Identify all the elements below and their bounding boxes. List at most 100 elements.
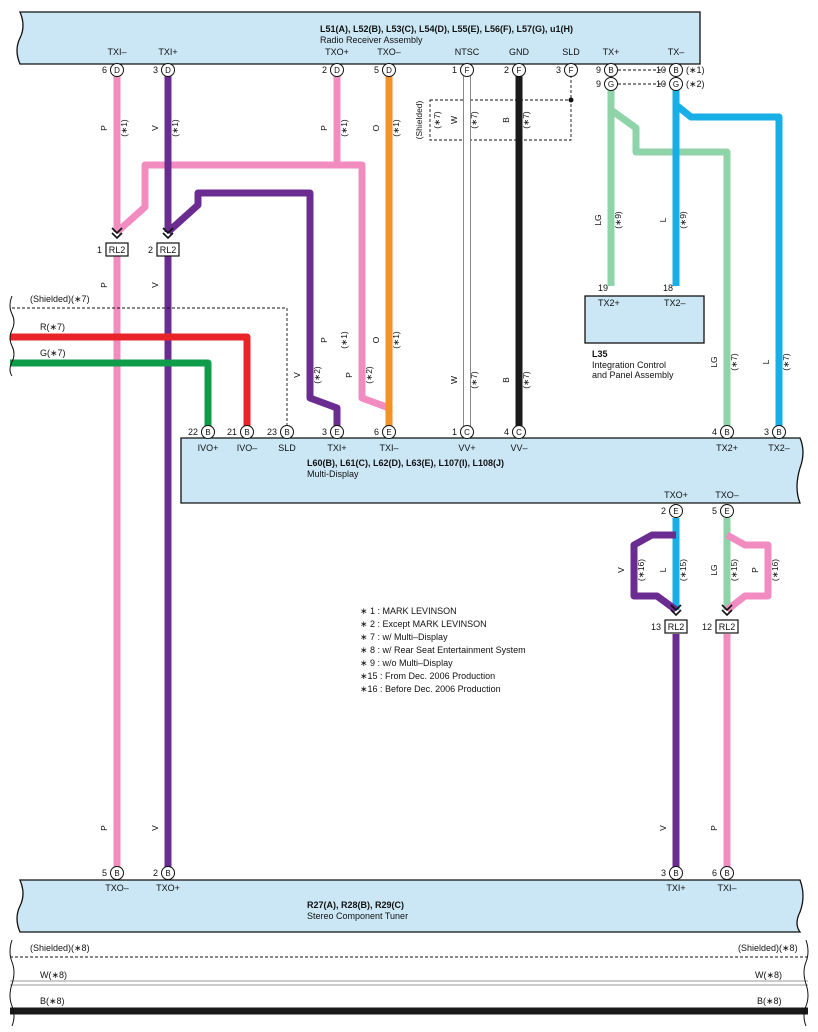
radio-pin-8-label: TX–	[668, 47, 685, 57]
wl-p-4: P	[319, 337, 329, 343]
label-shielded7: (Shielded)(∗7)	[30, 294, 90, 304]
l35-pin-tx2p: TX2+	[598, 298, 620, 308]
radio-pin-7-number: 9	[596, 65, 601, 75]
radio-pin-5-connector-letter: F	[517, 66, 522, 75]
wl-p-3: P	[99, 282, 109, 288]
tuner-pin-1-connector-letter: B	[165, 869, 170, 878]
wl-w-2: W	[449, 376, 459, 384]
multi-top-pin-3-connector-letter: E	[334, 428, 339, 437]
tuner-title: R27(A), R28(B), R29(C)	[307, 900, 404, 910]
multi-title: L60(B), L61(C), L62(D), L63(E), L107(I),…	[307, 458, 504, 468]
radio-pin-6-number: 3	[556, 65, 561, 75]
multi-top-pin-6-connector-letter: C	[516, 428, 522, 437]
shield-note7: (∗7)	[432, 111, 442, 129]
multi-top-pin-2-number: 23	[267, 427, 277, 437]
junction-1-arrow	[162, 227, 174, 240]
wl-v-1: V	[150, 125, 160, 131]
tuner-pin-0-number: 5	[102, 868, 107, 878]
radio-pin-7-connector-letter: B	[608, 66, 613, 75]
note-line: ∗ 1 : MARK LEVINSON	[360, 606, 457, 616]
radio-pin-2-connector-letter: D	[334, 66, 340, 75]
wl-v-4: V	[616, 567, 626, 573]
l35-subtitle1: Integration Control	[592, 360, 666, 370]
junction-2-arrow	[670, 604, 682, 617]
tuner-pin-3-number: 6	[712, 868, 717, 878]
multi-top-pin-1-label: IVO–	[237, 443, 258, 453]
wl-p-7: P	[99, 825, 109, 831]
radio-pin-4-connector-letter: F	[465, 66, 470, 75]
multi-top-pin-0-terminal	[201, 425, 215, 439]
stereo-component-tuner: R27(A), R28(B), R29(C) Stereo Component …	[16, 879, 804, 933]
wl-n2-1: (∗2)	[312, 366, 322, 384]
multi-top-pin-7-number: 4	[712, 427, 717, 437]
junction-1-number: 2	[148, 245, 153, 255]
wl-n7-1: (∗7)	[469, 111, 479, 129]
l35-title: L35	[592, 349, 608, 359]
wl-n7-5: (∗7)	[729, 353, 739, 371]
wire-pink-mid	[337, 161, 393, 426]
radio-pin-0-connector-letter: D	[114, 66, 120, 75]
radio-pin-6-connector-letter: F	[569, 66, 574, 75]
radio-pin-3-number: 5	[374, 65, 379, 75]
multi-top-pin-3-label: TXI+	[327, 443, 346, 453]
tuner-pin-0-label: TXO–	[105, 883, 129, 893]
multi-top-pin-4-label: TXI–	[379, 443, 398, 453]
radio-pin-8-connector-letter: B	[673, 66, 678, 75]
radio-pin-0-label: TXI–	[107, 47, 126, 57]
multi-subtitle: Multi-Display	[307, 469, 359, 479]
multi-bottom-pin-1-connector-letter: E	[724, 507, 729, 516]
radio-pin-7-alt-terminal	[604, 77, 618, 91]
radio-pin-8-alt-connector-letter: G	[673, 80, 679, 89]
multi-top-pin-8-number: 3	[764, 427, 769, 437]
ntsc-shield: (Shielded) (∗7)	[414, 75, 574, 141]
tuner-pin-1-terminal	[161, 866, 175, 880]
multi-bottom-pin-0-terminal	[669, 504, 683, 518]
radio-pin-8-note1: (∗1)	[686, 65, 705, 75]
multi-top-pin-3-terminal	[330, 425, 344, 439]
wl-v-3: V	[292, 372, 302, 378]
radio-pin-1-label: TXI+	[158, 47, 177, 57]
junction-0-arrow	[111, 227, 123, 240]
multi-top-pin-7-label: TX2+	[716, 443, 738, 453]
radio-pin-8-note2: (∗2)	[686, 79, 705, 89]
radio-pin-8-terminal	[669, 63, 683, 77]
radio-pin-8-alt-number: 10	[656, 79, 666, 89]
radio-pin-2-terminal	[330, 63, 344, 77]
wl-v-6: V	[658, 825, 668, 831]
note-line: ∗ 9 : w/o Multi–Display	[360, 658, 453, 668]
junction-0-number: 1	[97, 245, 102, 255]
wl-n7-2: (∗7)	[521, 111, 531, 129]
tuner-pin-1-number: 2	[153, 868, 158, 878]
label-shielded8-left: (Shielded)(∗8)	[30, 943, 90, 953]
tuner-pin-3-connector-letter: B	[724, 869, 729, 878]
tuner-pin-2-connector-letter: B	[673, 869, 678, 878]
radio-pin-7-label: TX+	[603, 47, 620, 57]
wire-lg-tx	[607, 83, 731, 426]
wl-o-2: O	[371, 336, 381, 343]
wl-n7-3: (∗7)	[469, 371, 479, 389]
bottom-bus: (Shielded)(∗8) (Shielded)(∗8) W(∗8) W(∗8…	[9, 939, 809, 1027]
wire-violet-cross	[165, 189, 341, 426]
wl-n9-1: (∗9)	[613, 211, 623, 229]
tuner-pin-2-label: TXI+	[666, 883, 685, 893]
wl-n16-1: (∗16)	[636, 559, 646, 581]
junction-2-box	[664, 619, 688, 634]
multi-top-pin-5-connector-letter: C	[464, 428, 470, 437]
wl-w-1: W	[449, 116, 459, 124]
radio-pin-2-label: TXO+	[325, 47, 349, 57]
tuner-subtitle: Stereo Component Tuner	[307, 911, 408, 921]
note-line: ∗ 2 : Except MARK LEVINSON	[360, 619, 487, 629]
wire-lb-tx2	[673, 102, 783, 426]
wire-red	[10, 333, 251, 426]
tuner-pin-1-label: TXO+	[156, 883, 180, 893]
wl-n1-5: (∗1)	[339, 331, 349, 349]
multi-top-pin-8-label: TX2–	[768, 443, 790, 453]
wl-lg-2: LG	[709, 356, 719, 367]
integration-control-panel: TX2+ TX2– 19 18 L35 Integration Control …	[584, 283, 705, 380]
junction-1-label: RL2	[160, 245, 177, 255]
multi-bottom-pin-0-label: TXO+	[664, 490, 688, 500]
radio-pin-7-terminal	[604, 63, 618, 77]
